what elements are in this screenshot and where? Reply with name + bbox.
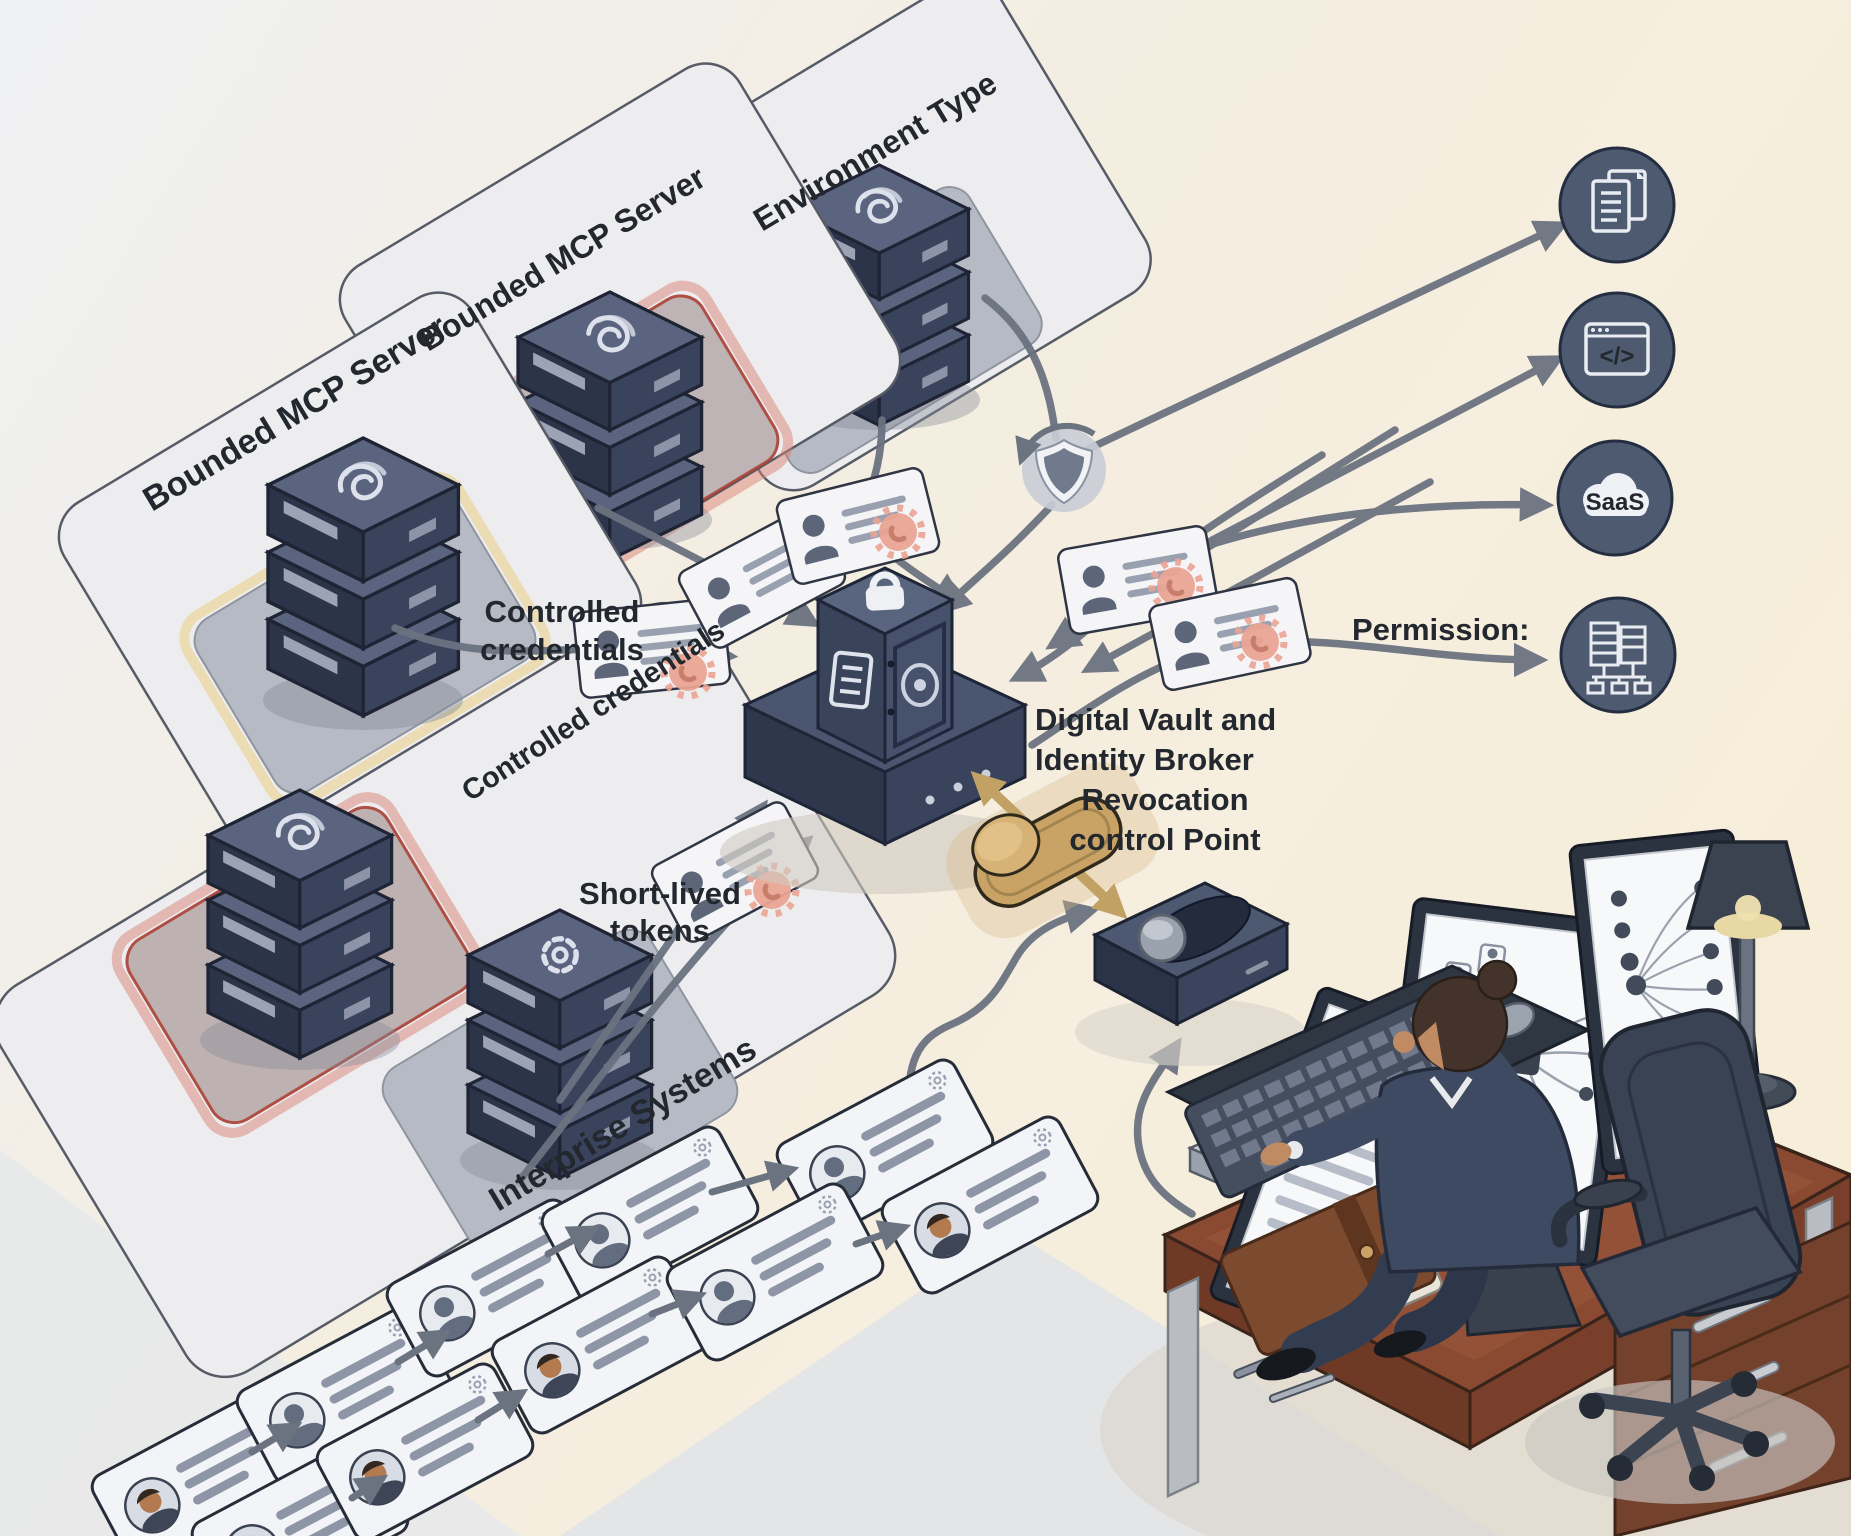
chair-casters: [1579, 1371, 1769, 1491]
revocation-toggle-group: [946, 761, 1160, 939]
shoe: [1256, 1347, 1316, 1381]
safe-door-icon: [887, 620, 946, 750]
desk-scene: [1160, 828, 1851, 1536]
server-rack-icon: [1559, 596, 1677, 714]
arrow-chain-to-switch: [904, 900, 1101, 1116]
collar: [1429, 1076, 1473, 1110]
code-window-icon: </>: [1558, 291, 1676, 409]
short-lived-tokens-label-line2: tokens: [610, 913, 710, 948]
revocation-label-line1: Revocation: [1081, 782, 1248, 817]
saas-label: SaaS: [1586, 489, 1645, 516]
digital-vault-icon: [720, 566, 1050, 894]
server-stack-icon: [268, 438, 458, 716]
vault-label-line2: Identity Broker: [1035, 742, 1254, 777]
code-glyph: </>: [1600, 343, 1635, 370]
chair-seat: [1579, 1205, 1803, 1339]
face-profile: [1418, 1022, 1444, 1070]
line-panel3-to-shield: [981, 294, 1060, 442]
hand: [1260, 1142, 1292, 1166]
server-stack-icon: [208, 790, 392, 1058]
chain-arrows: [248, 1160, 912, 1506]
controlled-credentials-label-line1: Controlled: [485, 594, 640, 629]
controlled-credentials-label-line2: credentials: [480, 632, 644, 667]
id-card-chain: [85, 1053, 1105, 1536]
person-leg: [1394, 1252, 1488, 1352]
padlock-icon: [865, 571, 905, 611]
toggle-switch-icon: [971, 796, 1123, 908]
revocation-switch-icon: [1075, 881, 1305, 1066]
documents-icon: [1558, 146, 1676, 264]
document-icon: [829, 650, 874, 710]
hair-bun: [1476, 959, 1518, 1001]
arrow-shield-to-vault: [936, 501, 1056, 616]
shoe: [1373, 1330, 1427, 1358]
short-lived-tokens-label-line1: Short-lived: [579, 876, 741, 911]
saas-cloud-icon: SaaS: [1556, 439, 1674, 557]
revocation-label-line2: control Point: [1069, 822, 1260, 857]
person: [1256, 959, 1581, 1381]
office-chair: [1551, 1008, 1803, 1491]
chair-base: [1588, 1374, 1760, 1480]
arrow-desk-to-switch: [1133, 1037, 1196, 1218]
person-leg: [1281, 1247, 1419, 1373]
person-arm: [1284, 1090, 1416, 1166]
chair-post: [1670, 1328, 1692, 1410]
desk-leg: [1166, 1276, 1200, 1498]
target-icons-column: </> SaaS: [1556, 146, 1677, 714]
vault-label-line1: Digital Vault and: [1035, 702, 1276, 737]
arrow-to-documents-icon: [1078, 220, 1570, 456]
permission-label: Permission:: [1352, 612, 1529, 647]
